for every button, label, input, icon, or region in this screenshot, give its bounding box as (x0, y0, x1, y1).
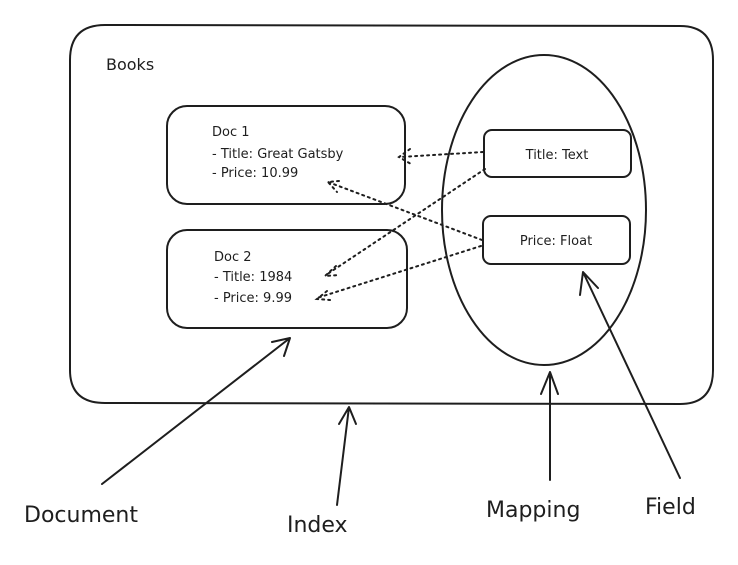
document-2-title-line: - Title: 1984 (214, 270, 292, 285)
connector-title-arrowhead-doc2 (322, 265, 340, 278)
connector-title-to-doc1 (399, 151, 484, 158)
field-label: Field (645, 495, 696, 520)
document-label: Document (24, 503, 138, 528)
connector-price-arrowhead-doc1 (325, 180, 340, 193)
mapping-ellipse (441, 54, 647, 366)
index-box (69, 24, 714, 405)
index-label: Index (287, 513, 348, 538)
document-1-title-line: - Title: Great Gatsby (212, 147, 344, 162)
document-box-1 (166, 105, 406, 205)
field-price-label: Price: Float (520, 234, 592, 249)
document-callout-arrow (101, 337, 291, 485)
document-2-name: Doc 2 (214, 250, 252, 265)
document-box-2 (166, 229, 408, 329)
index-callout-arrow (336, 406, 357, 506)
field-box-title (483, 129, 632, 178)
index-title: Books (106, 55, 154, 74)
connector-title-to-doc2 (325, 168, 486, 276)
field-callout-arrow (579, 271, 681, 479)
mapping-callout-arrow (540, 371, 559, 481)
document-1-price-line: - Price: 10.99 (212, 166, 298, 181)
field-title-label: Title: Text (525, 148, 589, 163)
document-2-price-line: - Price: 9.99 (214, 291, 292, 306)
mapping-label: Mapping (486, 498, 580, 523)
connector-price-arrowhead-doc2 (314, 290, 331, 301)
document-1-name: Doc 1 (212, 125, 250, 140)
connector-price-to-doc1 (327, 181, 483, 241)
connector-title-arrowhead-doc1 (397, 148, 412, 165)
connector-price-to-doc2 (316, 245, 482, 299)
